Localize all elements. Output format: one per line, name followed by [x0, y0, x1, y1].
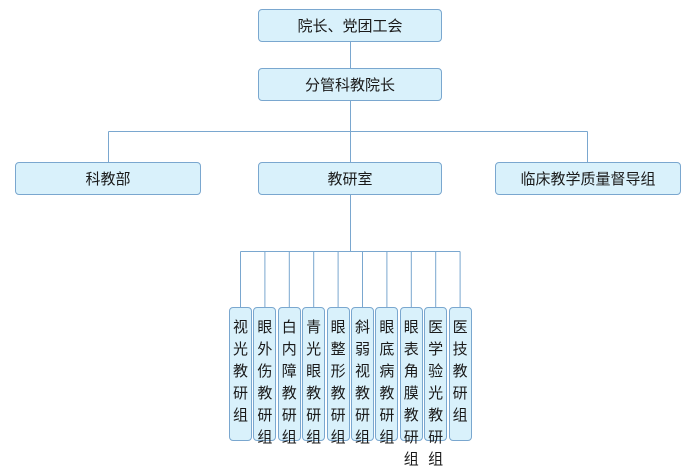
node-group-char: 研 [281, 406, 297, 424]
node-group-char: 教 [232, 362, 248, 380]
node-branch-2-label: 教研室 [327, 170, 373, 188]
node-group-char: 眼 [306, 362, 322, 380]
node-group-4: 青光眼教研组 [302, 307, 326, 446]
node-group-char: 教 [428, 406, 444, 424]
node-group-char: 底 [379, 340, 395, 358]
node-group-char: 眼 [257, 318, 273, 336]
node-group-char: 障 [281, 362, 297, 380]
node-group-char: 研 [428, 428, 444, 446]
node-group-char: 研 [403, 428, 419, 446]
node-group-char: 组 [330, 428, 346, 446]
node-group-char: 整 [330, 340, 346, 358]
node-group-char: 视 [232, 318, 248, 336]
node-group-char: 视 [354, 362, 370, 380]
node-group-char: 光 [428, 384, 444, 402]
node-group-char: 组 [379, 428, 395, 446]
node-group-char: 教 [403, 406, 419, 424]
node-group-char: 研 [452, 384, 468, 402]
connector-lines [108, 42, 588, 307]
node-top-label: 院长、党团工会 [297, 17, 403, 35]
node-group-char: 教 [330, 384, 346, 402]
node-group-char: 光 [306, 340, 322, 358]
node-group-6: 斜弱视教研组 [351, 307, 374, 446]
node-group-8: 眼表角膜教研组 [399, 307, 423, 468]
node-group-5: 眼整形教研组 [326, 307, 350, 446]
node-branch-1: 科教部 [15, 162, 201, 195]
node-group-char: 光 [232, 340, 248, 358]
node-branch-3-label: 临床教学质量督导组 [520, 170, 656, 188]
node-group-char: 研 [330, 406, 346, 424]
node-group-char: 组 [452, 406, 468, 424]
node-group-char: 眼 [330, 318, 346, 336]
node-group-char: 研 [306, 406, 322, 424]
node-group-char: 教 [379, 384, 395, 402]
node-group-char: 角 [403, 362, 419, 380]
node-group-9: 医学验光教研组 [424, 307, 448, 468]
node-group-char: 教 [452, 362, 468, 380]
node-group-char: 研 [257, 406, 273, 424]
node-group-char: 医 [428, 318, 444, 336]
node-vice-label: 分管科教院长 [304, 76, 395, 94]
node-group-char: 研 [232, 384, 248, 402]
node-group-char: 教 [306, 384, 322, 402]
node-group-char: 教 [257, 384, 273, 402]
node-group-char: 组 [306, 428, 322, 446]
node-group-7: 眼底病教研组 [375, 307, 399, 446]
node-group-char: 学 [428, 340, 444, 358]
node-vice: 分管科教院长 [258, 68, 442, 101]
node-group-char: 研 [354, 406, 370, 424]
node-branch-3: 临床教学质量督导组 [495, 162, 681, 195]
node-group-char: 研 [379, 406, 395, 424]
node-group-char: 膜 [403, 384, 419, 402]
node-group-char: 组 [403, 450, 419, 468]
node-group-char: 组 [354, 428, 370, 446]
node-group-char: 组 [232, 406, 248, 424]
node-group-char: 内 [281, 340, 297, 358]
node-group-char: 眼 [403, 318, 419, 336]
node-group-char: 表 [403, 340, 419, 358]
node-group-char: 教 [281, 384, 297, 402]
node-group-char: 眼 [379, 318, 395, 336]
node-group-char: 技 [452, 340, 468, 358]
node-group-char: 外 [257, 340, 273, 358]
org-chart: 院长、党团工会 分管科教院长 科教部 教研室 临床教学质量督导组 视光教研组眼外… [15, 9, 681, 468]
node-group-char: 教 [354, 384, 370, 402]
node-group-char: 形 [330, 362, 346, 380]
node-group-char: 伤 [257, 362, 273, 380]
node-group-char: 组 [281, 428, 297, 446]
node-group-1: 视光教研组 [229, 307, 252, 441]
node-branch-1-label: 科教部 [85, 170, 131, 188]
node-group-char: 病 [379, 362, 395, 380]
node-group-2: 眼外伤教研组 [253, 307, 277, 446]
node-group-3: 白内障教研组 [277, 307, 301, 446]
node-group-char: 医 [452, 318, 468, 336]
node-group-char: 验 [428, 362, 444, 380]
node-top: 院长、党团工会 [258, 9, 442, 42]
node-group-char: 斜 [354, 318, 370, 336]
node-group-char: 弱 [354, 340, 370, 358]
node-group-char: 白 [281, 318, 297, 336]
node-group-char: 组 [428, 450, 444, 468]
node-group-char: 组 [257, 428, 273, 446]
node-group-10: 医技教研组 [448, 307, 472, 441]
node-branch-2: 教研室 [258, 162, 442, 195]
node-group-char: 青 [306, 318, 322, 336]
